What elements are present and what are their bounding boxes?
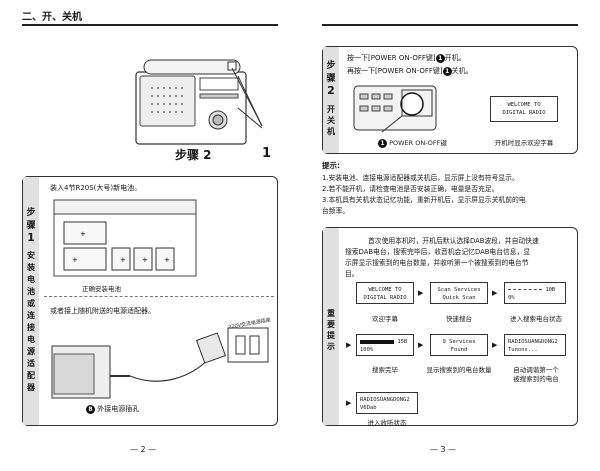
caption-found: 显示搜索到的电台数量	[426, 366, 492, 374]
lcd-tuning: RADIOSUANGDONG2 Tunons...	[504, 334, 566, 356]
step1-subtitle: 安装电池或连接电源适配器	[27, 251, 35, 392]
tip-line-4: 台频率。	[322, 207, 350, 215]
svg-text:+: +	[164, 256, 170, 264]
arrow-right-icon: ▶	[492, 289, 498, 297]
tips-title: 提示:	[322, 161, 340, 170]
caption-tuning-1: 自动调谐第一个	[513, 366, 559, 374]
lcd-listen: RADIOSUANGDONG2 V6Dab	[356, 392, 418, 414]
caption-scan: 快速搜台	[446, 315, 472, 323]
power-jack-label: 外接电源插孔	[97, 405, 140, 413]
callout-number: 1	[262, 146, 272, 161]
lcd-found: 9 Services Found	[430, 334, 488, 356]
arrow-right-icon: ▶	[418, 289, 424, 297]
right-page-number: — 3 —	[430, 445, 457, 454]
arrow-right-icon: ▶	[346, 399, 352, 407]
adapter-instruction: 或者接上随机附送的电源适配器。	[50, 307, 155, 315]
battery-compartment-illustration: + + + + +	[53, 199, 197, 277]
svg-text:+: +	[120, 256, 126, 264]
radio-illustration	[135, 59, 263, 145]
lcd-scan: Scan Services Quick Scan	[430, 282, 488, 304]
right-title-rule	[322, 24, 578, 26]
caption-listen: 进入收听状态	[367, 419, 407, 427]
caption-welcome: 欢迎字幕	[372, 315, 398, 323]
lcd-welcome: WELCOME TO DIGITAL RADIO	[356, 282, 414, 304]
important-line-3: 示屏显示搜索到的电台数量，并收听第一个被搜索到的电台节	[345, 259, 529, 267]
svg-text:+: +	[142, 256, 148, 264]
caption-tuning-2: 被搜索到的电台	[513, 375, 559, 383]
important-line-2: 搜索DAB电台，搜索完毕后，收音机会记忆DAB电台信息，显	[345, 248, 531, 256]
step2-panel	[322, 46, 578, 154]
arrow-right-icon: ▶	[346, 341, 352, 349]
arrow-right-icon: ▶	[418, 341, 424, 349]
step1-panel	[22, 176, 278, 426]
step2-label: 步骤 2	[175, 148, 212, 162]
lcd-progress: 10B 0%	[504, 282, 566, 304]
power-key-illustration	[353, 85, 437, 133]
battery-instruction: 装入4节R20S(大号)新电池。	[50, 184, 142, 192]
caption-progress: 进入搜索电台状态	[510, 315, 562, 323]
power-jack-number: 8	[86, 404, 95, 414]
important-line-4: 目。	[345, 270, 359, 278]
tip-line-3: 3.本机具有关机状态记忆功能，重新开机后，显示屏显示关机前的电	[322, 196, 526, 204]
tip-line-2: 2.若不能开机，请检查电池是否安装正确，电量是否充足。	[322, 185, 499, 193]
welcome-caption: 开机时显示欢迎字幕	[494, 139, 554, 147]
step1-sidebar	[23, 177, 39, 425]
step2-sidebar	[323, 47, 339, 153]
power-key-caption: 1 POWER ON-OFF键	[378, 137, 447, 148]
tip-line-1: 1.安装电池、连接电源适配器或关机后，显示屏上没有符号显示。	[322, 174, 519, 182]
lcd-done: 15B 100%	[356, 334, 414, 356]
welcome-display: WELCOME TO DIGITAL RADIO	[490, 96, 558, 122]
caption-done: 搜索完毕	[372, 366, 398, 374]
left-title-rule	[22, 24, 278, 26]
battery-caption: 正确安装电池	[82, 285, 121, 293]
adapter-illustration	[51, 327, 269, 399]
left-page-number: — 2 —	[130, 445, 157, 454]
step2-subtitle: 开关机	[327, 105, 335, 136]
svg-text:+: +	[72, 256, 78, 264]
important-panel	[322, 227, 578, 426]
power-jack-label-row: 8 外接电源插孔	[86, 404, 139, 414]
important-line-1: 首次使用本机时，开机后默认选择DAB波段，并自动快速	[368, 237, 539, 245]
important-title: 重要提示	[327, 309, 335, 351]
arrow-right-icon: ▶	[492, 341, 498, 349]
svg-text:+: +	[80, 230, 86, 238]
important-sidebar	[323, 228, 339, 425]
panel-divider	[44, 296, 274, 297]
left-section-title: 二、开、关机	[22, 12, 82, 23]
